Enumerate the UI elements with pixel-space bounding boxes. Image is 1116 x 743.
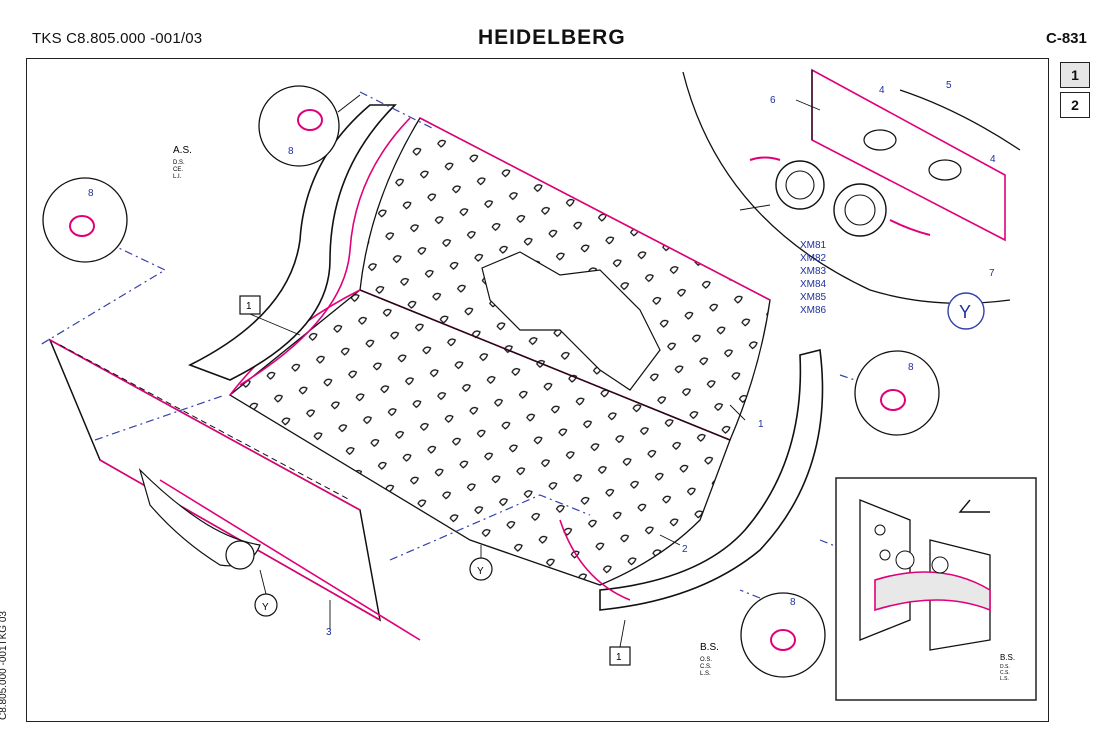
leader-lines	[249, 99, 821, 648]
part-5: 5	[946, 80, 952, 91]
page-code: C-831	[1046, 30, 1087, 47]
as-line-2: CE.	[173, 167, 183, 173]
connector-xm81: XM81	[800, 240, 827, 251]
ref-y-a: Y	[477, 566, 484, 577]
as-line-1: D.S.	[173, 160, 185, 166]
part-8b: 8	[88, 188, 94, 199]
bs-inset-line-3: L.S.	[1000, 676, 1009, 682]
bs-main-line-3: L.S.	[700, 671, 711, 677]
right-arc-frame	[559, 349, 824, 611]
connector-xm83: XM83	[800, 266, 827, 277]
bs-main-line-2: C.S.	[700, 664, 712, 670]
part-4a: 4	[879, 85, 885, 96]
labels: A.S. D.S. CE. L.I. B.S. O.S. C.S. L.S. B…	[88, 80, 1015, 682]
brand-logo: HEIDELBERG	[478, 26, 626, 49]
part-7: 7	[989, 268, 995, 279]
bs-main-line-1: O.S.	[700, 657, 712, 663]
bs-inset-line-1: D.S.	[1000, 664, 1010, 670]
connector-xm84: XM84	[800, 279, 827, 290]
left-arc-frame	[188, 104, 411, 386]
as-title: A.S.	[173, 145, 192, 156]
connector-xm85: XM85	[800, 292, 827, 303]
part-3: 3	[326, 627, 332, 638]
part-8d: 8	[790, 597, 796, 608]
connector-xm82: XM82	[800, 253, 827, 264]
boxed-ref-2: 1	[616, 652, 622, 663]
bs-inset-title: B.S.	[1000, 653, 1015, 662]
ref-y-b: Y	[262, 602, 269, 613]
detail-circle-8c	[854, 350, 940, 436]
side-cover	[48, 338, 421, 641]
boxed-ref-1: 1	[246, 301, 252, 312]
part-2: 2	[682, 544, 688, 555]
drawing-frame	[26, 58, 1049, 722]
document-id: TKS C8.805.000 -001/03	[32, 30, 203, 47]
inset-detail	[835, 477, 1037, 701]
upper-sheet	[359, 117, 771, 441]
part-1: 1	[758, 419, 764, 430]
fan-detail	[682, 68, 1021, 304]
page-button-1[interactable]: 1	[1060, 62, 1090, 88]
part-6: 6	[770, 95, 776, 106]
part-4b: 4	[990, 154, 996, 165]
detail-circle-8b	[42, 177, 128, 263]
part-8a: 8	[288, 146, 294, 157]
ref-y-circle-d	[947, 292, 985, 330]
as-line-3: L.I.	[173, 174, 182, 180]
page-button-2[interactable]: 2	[1060, 92, 1090, 118]
detail-circle-8a	[258, 85, 361, 167]
ref-y-d: Y	[959, 302, 971, 322]
bs-inset-line-2: C.S.	[1000, 670, 1010, 676]
part-8c: 8	[908, 362, 914, 373]
connector-xm86: XM86	[800, 305, 827, 316]
bs-main-title: B.S.	[700, 642, 719, 653]
detail-circle-8d	[740, 592, 826, 678]
